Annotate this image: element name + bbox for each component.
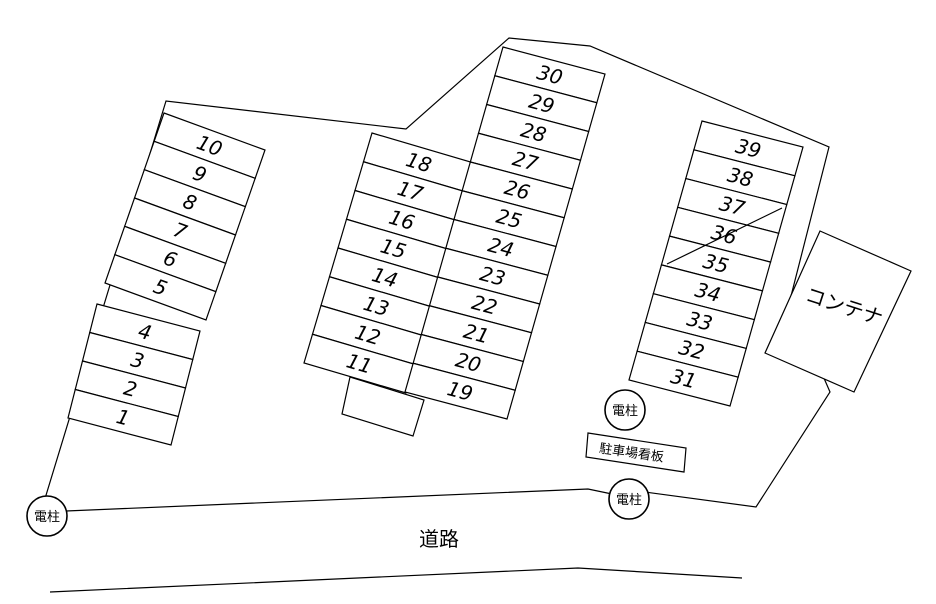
lot-boundary — [39, 37, 831, 516]
parking-space-19 — [404, 362, 516, 420]
utility-pole-1-label: 電柱 — [34, 510, 60, 525]
road-label: 道路 — [419, 527, 459, 551]
road-edge-bottom — [49, 567, 743, 593]
container: コンテナ — [764, 230, 912, 393]
utility-pole-2-circle — [604, 389, 646, 431]
parking-space-number-1: 1 — [114, 404, 132, 430]
utility-pole-1: 電柱 — [26, 495, 68, 537]
road-edge-top — [65, 488, 613, 512]
parking-space-31 — [628, 350, 739, 407]
utility-pole-3: 電柱 — [608, 478, 650, 520]
parking-space-11 — [303, 333, 416, 394]
parking-sign-board — [585, 432, 687, 473]
parking-block-a: 43 21 — [67, 303, 201, 446]
small-box — [341, 376, 425, 437]
utility-pole-1-circle — [26, 495, 68, 537]
cross-mark — [666, 207, 783, 265]
utility-pole-3-circle — [608, 478, 650, 520]
utility-pole-3-label: 電柱 — [616, 493, 642, 508]
parking-sign: 駐車場看板 — [585, 432, 687, 473]
utility-pole-2-label: 電柱 — [612, 404, 638, 419]
parking-space-number-2: 2 — [121, 376, 139, 402]
container-outline — [764, 230, 912, 393]
parking-space-number-4: 4 — [136, 319, 154, 345]
parking-space-number-3: 3 — [128, 347, 146, 373]
parking-space-1 — [67, 388, 179, 446]
parking-space-5 — [104, 253, 217, 321]
utility-pole-2: 電柱 — [604, 389, 646, 431]
